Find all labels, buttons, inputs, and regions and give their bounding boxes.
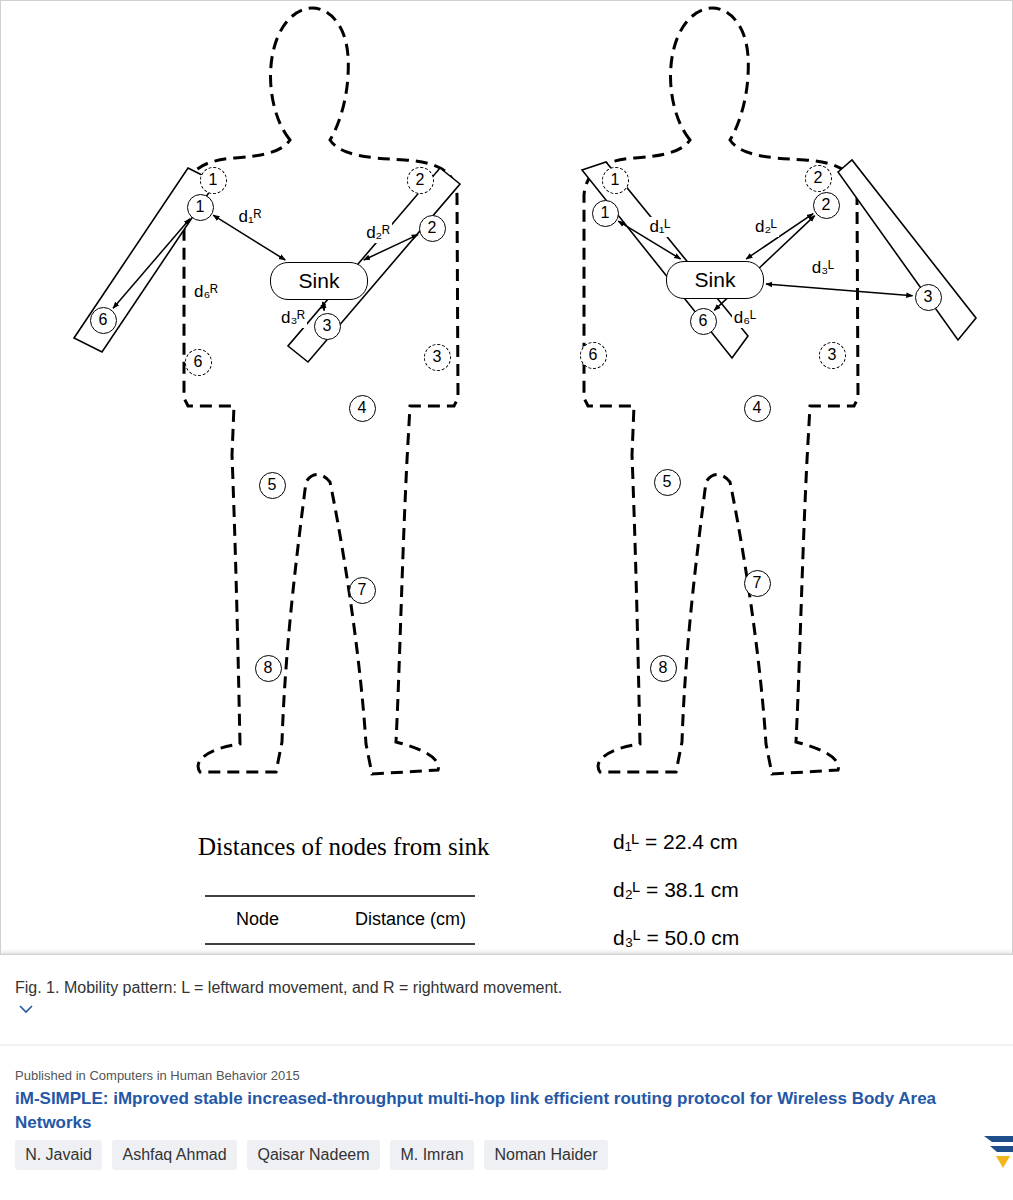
author-name: Qaisar Nadeem — [257, 1146, 369, 1164]
author-name: M. Imran — [400, 1146, 463, 1164]
node-number: 6 — [194, 353, 203, 371]
node-circle: 6 — [90, 307, 117, 334]
node-number: 8 — [659, 659, 668, 677]
separator — [0, 1045, 1013, 1046]
node-circle: 1 — [187, 194, 214, 221]
distance-value: d₂ᴸ = 38.1 cm — [613, 878, 739, 902]
table-rule — [205, 895, 475, 897]
author-name: N. Javaid — [25, 1146, 92, 1164]
node-number: 3 — [323, 317, 332, 335]
body-outline-rightward — [184, 8, 458, 774]
author-chip: Noman Haider — [484, 1140, 608, 1170]
node-number: 1 — [601, 204, 610, 222]
distance-label: d₆ᴿ — [192, 282, 220, 302]
node-number: 1 — [611, 171, 620, 189]
node-circle: 1 — [592, 200, 619, 227]
table-header: Node — [236, 909, 279, 930]
moved-arm — [582, 162, 748, 358]
node-number: 6 — [699, 312, 708, 330]
distance-arrow — [746, 214, 813, 259]
node-number: 2 — [814, 169, 823, 187]
node-circle: 7 — [744, 570, 771, 597]
node-number: 6 — [99, 311, 108, 329]
table-rule — [205, 943, 475, 945]
author-chip: N. Javaid — [15, 1140, 102, 1170]
moved-arm — [74, 168, 216, 352]
node-circle: 2 — [407, 167, 434, 194]
distance-value: d₁ᴸ = 22.4 cm — [613, 830, 738, 854]
distance-label: d₂ᴸ — [753, 217, 779, 237]
expand-chevron — [20, 1006, 32, 1012]
distance-label: d₁ᴸ — [647, 217, 672, 237]
node-circle: 8 — [255, 655, 282, 682]
node-number: 6 — [589, 346, 598, 364]
paper-title: iM-SIMPLE: iMproved stable increased-thr… — [15, 1087, 990, 1135]
node-circle: 5 — [654, 469, 681, 496]
node-number: 4 — [358, 399, 367, 417]
table-title: Distances of nodes from sink — [198, 833, 490, 861]
node-number: 5 — [663, 473, 672, 491]
distance-arrow — [113, 219, 190, 308]
node-circle: 1 — [602, 167, 629, 194]
node-circle: 3 — [314, 313, 341, 340]
publisher-logo — [984, 1136, 1013, 1168]
distance-label: d₆ᴸ — [732, 308, 758, 328]
node-number: 3 — [828, 346, 837, 364]
author-name: Ashfaq Ahmad — [122, 1146, 226, 1164]
node-circle: 2 — [813, 192, 840, 219]
publication-venue: Published in Computers in Human Behavior… — [15, 1068, 300, 1083]
node-number: 7 — [753, 574, 762, 592]
distance-label: d₃ᴸ — [810, 258, 836, 278]
node-circle: 6 — [580, 342, 607, 369]
node-number: 1 — [196, 198, 205, 216]
sink-label: Sink — [299, 269, 340, 293]
node-number: 2 — [822, 196, 831, 214]
distance-label: d₃ᴿ — [279, 308, 307, 328]
node-circle: 2 — [805, 165, 832, 192]
author-chip: Ashfaq Ahmad — [112, 1140, 237, 1170]
node-number: 2 — [416, 171, 425, 189]
distance-label: d₂ᴿ — [364, 223, 392, 243]
figure-caption: Fig. 1. Mobility pattern: L = leftward m… — [15, 979, 562, 997]
node-number: 4 — [753, 399, 762, 417]
distance-arrow — [323, 302, 325, 311]
distance-arrow — [766, 284, 913, 296]
author-name: Noman Haider — [494, 1146, 597, 1164]
node-number: 8 — [264, 659, 273, 677]
table-header: Distance (cm) — [355, 909, 466, 930]
node-number: 7 — [358, 581, 367, 599]
node-circle: 8 — [650, 655, 677, 682]
node-number: 3 — [924, 288, 933, 306]
sink-box: Sink — [666, 261, 764, 299]
node-circle: 5 — [259, 472, 286, 499]
node-circle: 1 — [200, 167, 227, 194]
node-number: 3 — [433, 348, 442, 366]
moved-arm — [838, 160, 976, 340]
node-circle: 4 — [349, 395, 376, 422]
author-chip: Qaisar Nadeem — [247, 1140, 380, 1170]
node-number: 2 — [428, 219, 437, 237]
distance-value: d₃ᴸ = 50.0 cm — [613, 926, 739, 950]
node-circle: 6 — [690, 308, 717, 335]
body-outline-leftward — [584, 8, 858, 774]
node-circle: 7 — [349, 577, 376, 604]
node-circle: 6 — [185, 349, 212, 376]
node-circle: 3 — [424, 344, 451, 371]
node-circle: 2 — [419, 215, 446, 242]
node-circle: 3 — [915, 284, 942, 311]
sink-label: Sink — [695, 268, 736, 292]
distance-label: d₁ᴿ — [237, 207, 264, 227]
node-number: 5 — [268, 476, 277, 494]
node-number: 1 — [209, 171, 218, 189]
node-circle: 3 — [819, 342, 846, 369]
sink-box: Sink — [270, 262, 368, 300]
author-chip: M. Imran — [390, 1140, 474, 1170]
node-circle: 4 — [744, 395, 771, 422]
